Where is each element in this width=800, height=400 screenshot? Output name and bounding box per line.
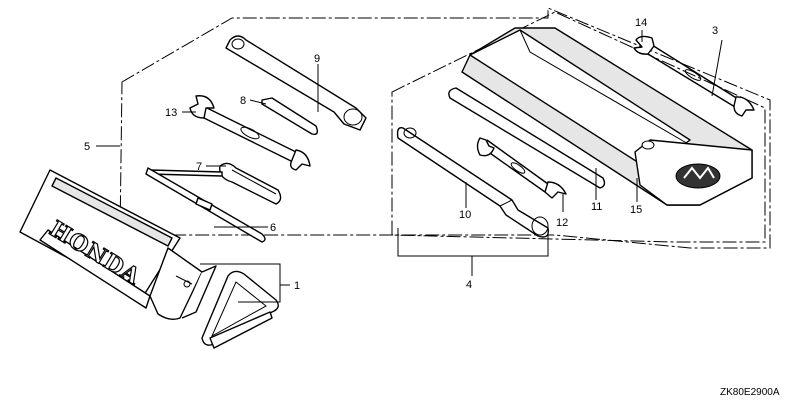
tool-bag <box>461 27 753 206</box>
diagram-code: ZK80E2900A <box>720 387 780 398</box>
callout-8: 8 <box>240 95 267 107</box>
callout-11: 11 <box>591 168 602 213</box>
svg-text:3: 3 <box>712 25 718 37</box>
callout-13: 13 <box>165 107 196 119</box>
callout-1: 1 <box>200 263 300 303</box>
screwdriver-grip <box>261 97 319 136</box>
cover-cap <box>201 270 279 349</box>
callout-5: 5 <box>84 141 120 153</box>
svg-text:6: 6 <box>270 222 276 234</box>
svg-text:15: 15 <box>630 204 642 216</box>
cover-hole <box>183 280 191 288</box>
wrench-14 <box>633 35 755 117</box>
svg-text:4: 4 <box>466 279 472 291</box>
wrench-13 <box>189 95 311 171</box>
svg-text:1: 1 <box>294 280 300 292</box>
svg-text:14: 14 <box>635 17 647 29</box>
tool-bag-button <box>641 140 655 150</box>
svg-text:7: 7 <box>196 161 202 173</box>
svg-text:8: 8 <box>240 95 246 107</box>
callout-10: 10 <box>459 182 471 221</box>
box-spanner-9 <box>225 35 367 131</box>
svg-text:13: 13 <box>165 107 177 119</box>
svg-text:12: 12 <box>556 217 568 229</box>
callout-12: 12 <box>556 194 568 229</box>
svg-text:5: 5 <box>84 141 90 153</box>
tool-bag-outline <box>391 11 766 243</box>
svg-text:9: 9 <box>314 53 320 65</box>
callout-14: 14 <box>635 17 647 42</box>
callout-6: 6 <box>214 222 276 234</box>
handle-bar <box>448 87 606 189</box>
callout-15: 15 <box>630 178 642 216</box>
svg-text:10: 10 <box>459 209 471 221</box>
wrench-12 <box>476 137 567 199</box>
callout-9: 9 <box>314 53 320 112</box>
callout-7: 7 <box>196 161 226 173</box>
screwdriver-7 <box>149 162 282 205</box>
svg-text:11: 11 <box>591 201 602 213</box>
screwdriver-6 <box>145 167 266 243</box>
callout-4: 4 <box>397 228 549 291</box>
tool-set-outline <box>119 7 771 249</box>
callout-3: 3 <box>711 25 723 97</box>
